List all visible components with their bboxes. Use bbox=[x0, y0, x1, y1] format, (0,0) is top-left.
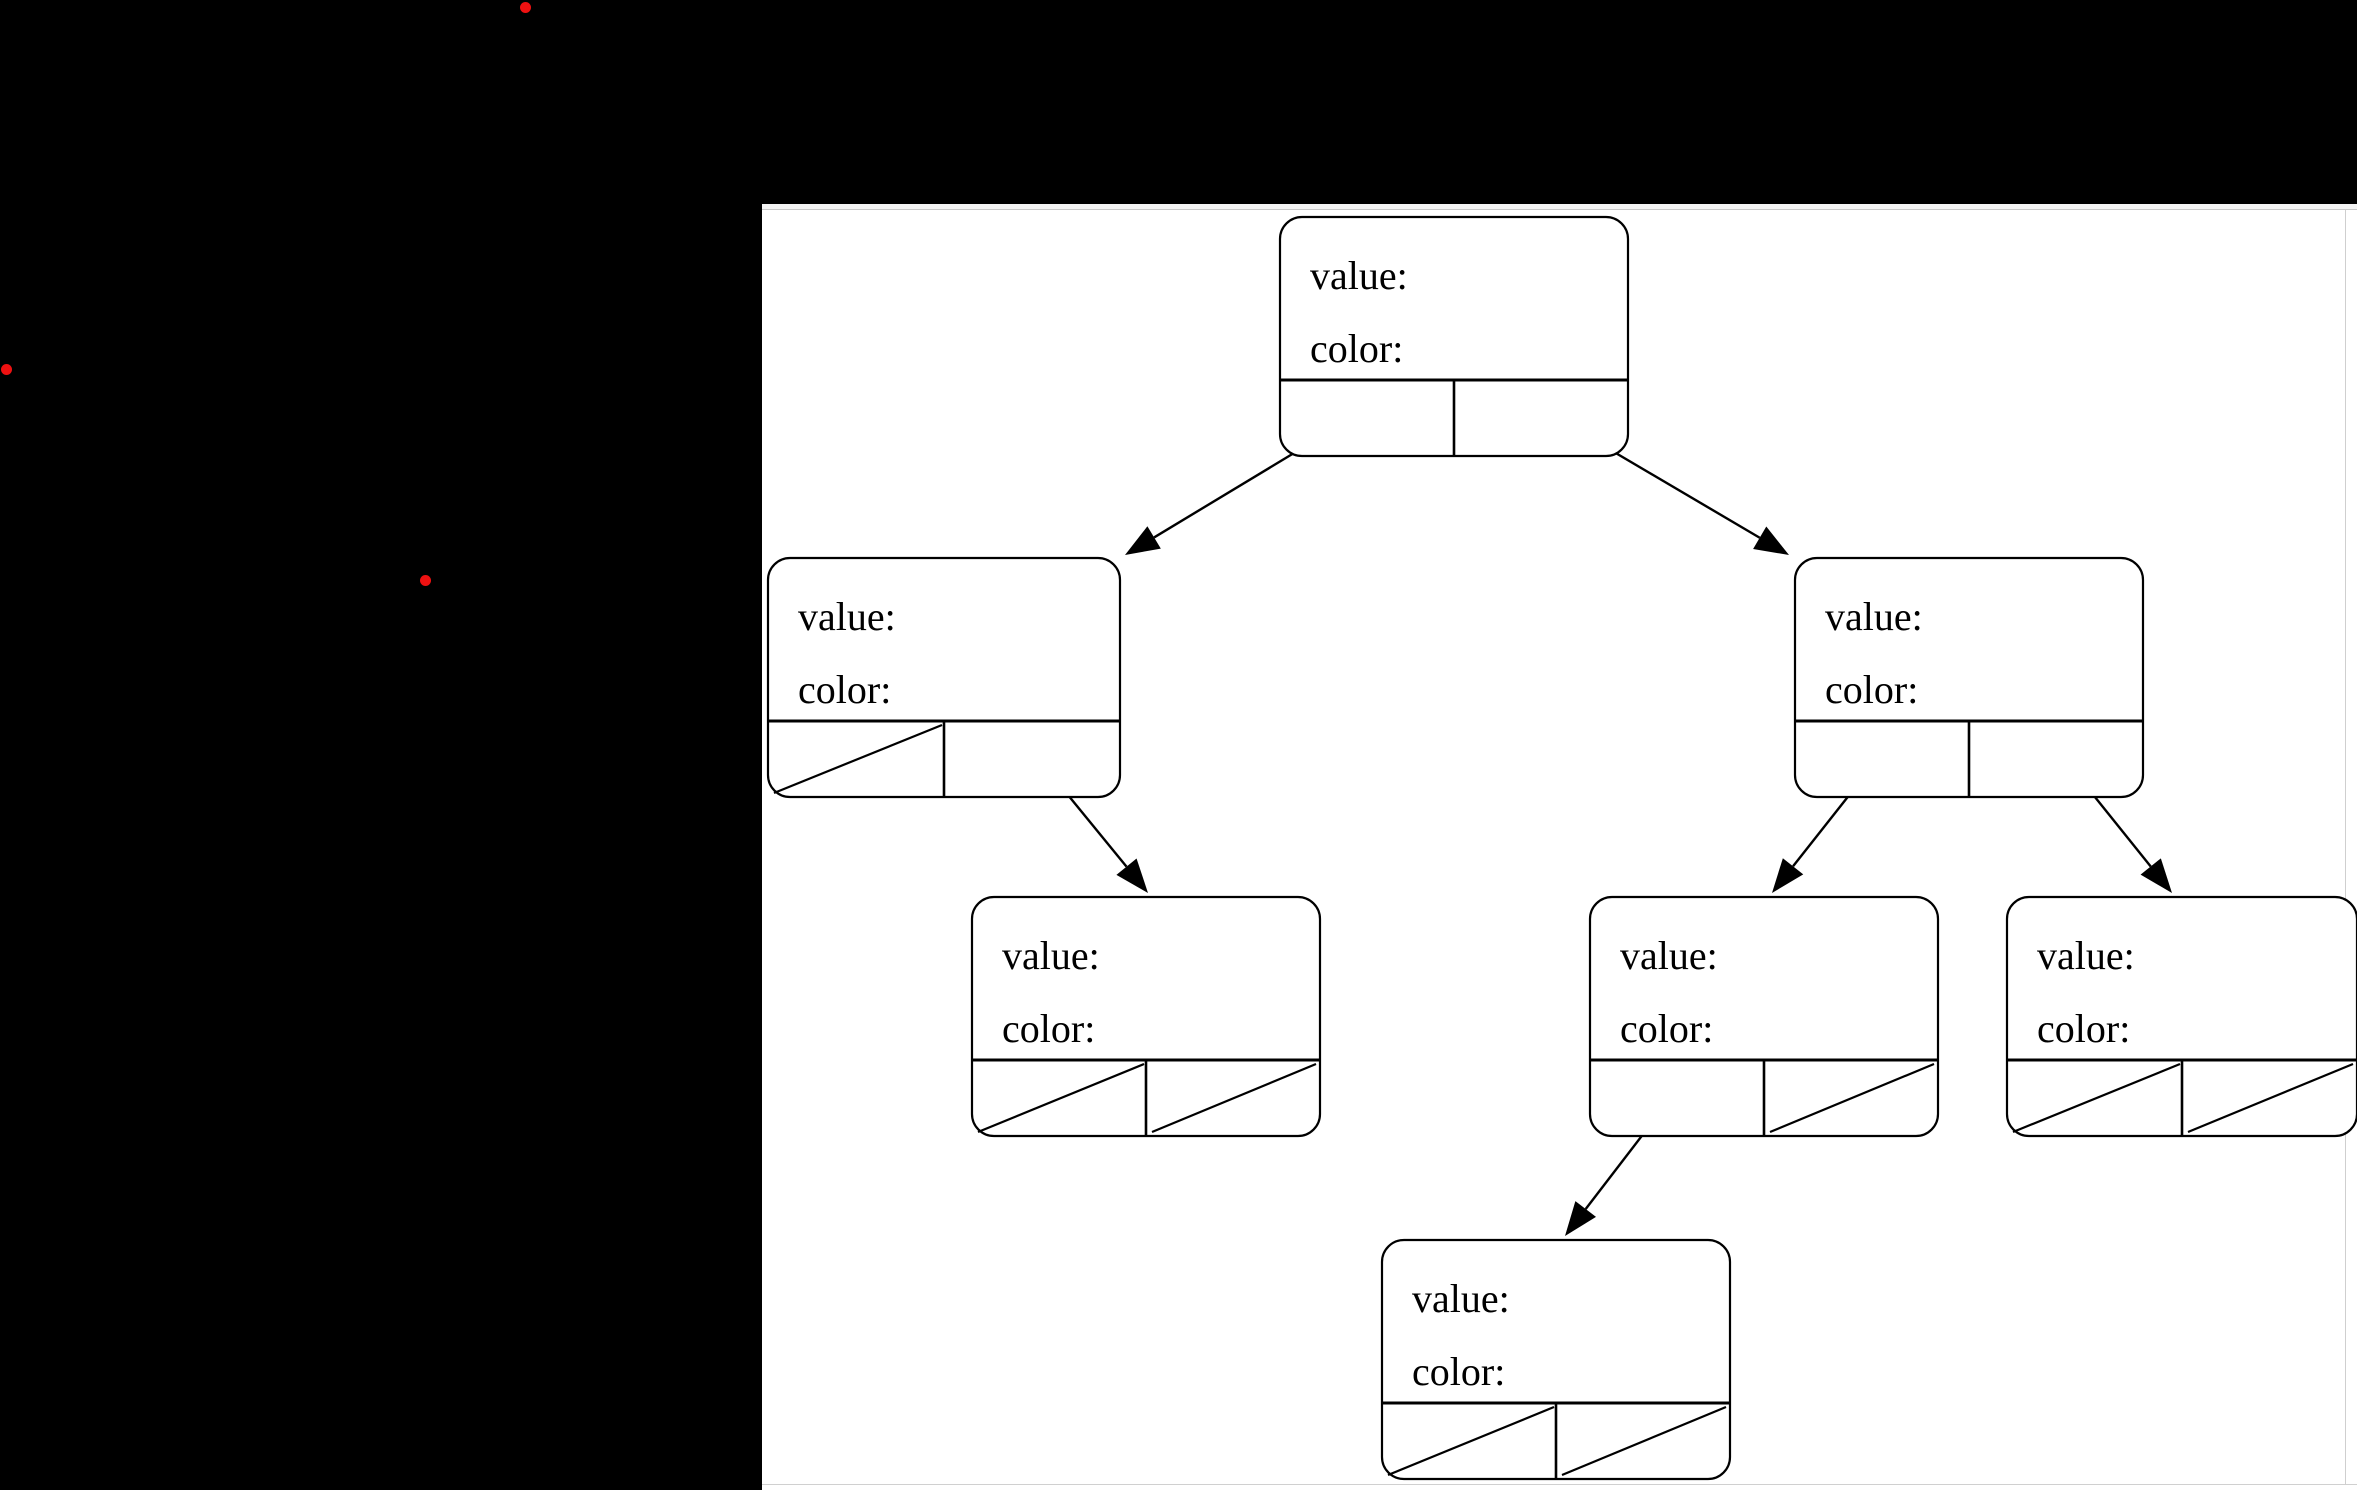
node-color-label: color: bbox=[1002, 1006, 1095, 1051]
arrow-head-icon bbox=[1125, 526, 1161, 555]
node-color-label: color: bbox=[798, 667, 891, 712]
node-color-label: color: bbox=[1825, 667, 1918, 712]
tree-node-level2-c[interactable]: value: color: bbox=[2005, 895, 2357, 1138]
cursor-dot-left bbox=[0, 363, 12, 375]
vertical-scrollbar[interactable] bbox=[2345, 210, 2346, 1485]
node-value-label: value: bbox=[1310, 253, 1408, 298]
tree-node-root[interactable]: value: color: bbox=[1278, 215, 1630, 458]
node-color-label: color: bbox=[2037, 1006, 2130, 1051]
arrow-head-icon bbox=[1116, 858, 1148, 893]
panel-top-divider bbox=[762, 209, 2357, 210]
binary-tree-diagram: value:color:value:color:value:color:valu… bbox=[766, 215, 2357, 1481]
cursor-dot-top bbox=[519, 1, 531, 13]
node-value-label: value: bbox=[2037, 933, 2135, 978]
node-color-label: color: bbox=[1412, 1349, 1505, 1394]
panel-bottom-divider bbox=[762, 1484, 2357, 1485]
cursor-dot-mid bbox=[419, 574, 431, 586]
node-value-label: value: bbox=[1620, 933, 1718, 978]
arrow-head-icon bbox=[2140, 858, 2172, 893]
right-null-slash-icon bbox=[1561, 1405, 1727, 1477]
node-color-label: color: bbox=[1310, 326, 1403, 371]
node-value-label: value: bbox=[1412, 1276, 1510, 1321]
right-null-slash-icon bbox=[1769, 1062, 1935, 1134]
node-value-label: value: bbox=[1825, 594, 1923, 639]
node-value-label: value: bbox=[798, 594, 896, 639]
right-null-slash-icon bbox=[1151, 1062, 1317, 1134]
tree-node-level2-a[interactable]: value: color: bbox=[970, 895, 1322, 1138]
node-color-label: color: bbox=[1620, 1006, 1713, 1051]
tree-node-level1-right[interactable]: value: color: bbox=[1793, 556, 2145, 799]
left-null-slash-icon bbox=[2012, 1062, 2181, 1134]
tree-node-level1-left[interactable]: value: color: bbox=[766, 556, 1122, 799]
tree-nodes: value:color:value:color:value:color:valu… bbox=[766, 215, 2357, 1481]
left-null-slash-icon bbox=[773, 723, 943, 795]
panel-top-band bbox=[762, 204, 2357, 209]
node-value-label: value: bbox=[1002, 933, 1100, 978]
arrow-head-icon bbox=[1753, 526, 1789, 555]
left-null-slash-icon bbox=[977, 1062, 1145, 1134]
arrow-head-icon bbox=[1565, 1201, 1597, 1236]
arrow-head-icon bbox=[1772, 858, 1804, 893]
tree-node-level3-a[interactable]: value: color: bbox=[1380, 1238, 1732, 1481]
left-null-slash-icon bbox=[1387, 1405, 1555, 1477]
tree-node-level2-b[interactable]: value: color: bbox=[1588, 895, 1940, 1138]
right-null-slash-icon bbox=[2187, 1062, 2354, 1134]
